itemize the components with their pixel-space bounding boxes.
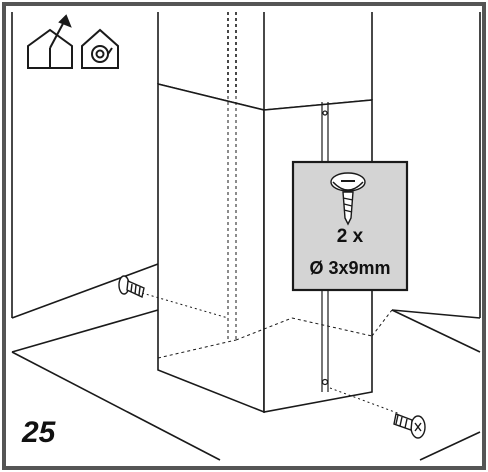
left-screw-icon — [118, 275, 145, 299]
wall-outline — [11, 12, 481, 319]
ducted-exhaust-house-icon — [27, 14, 73, 69]
step-number: 25 — [22, 416, 56, 449]
hidden-lines — [157, 96, 393, 359]
screw-size: Ø 3x9mm — [309, 258, 391, 278]
screw-icon — [330, 172, 366, 226]
hood-surface — [11, 309, 481, 461]
recirculation-house-icon — [81, 28, 119, 69]
right-screw-icon — [393, 413, 426, 439]
screw-quantity: 2 x — [336, 226, 364, 247]
